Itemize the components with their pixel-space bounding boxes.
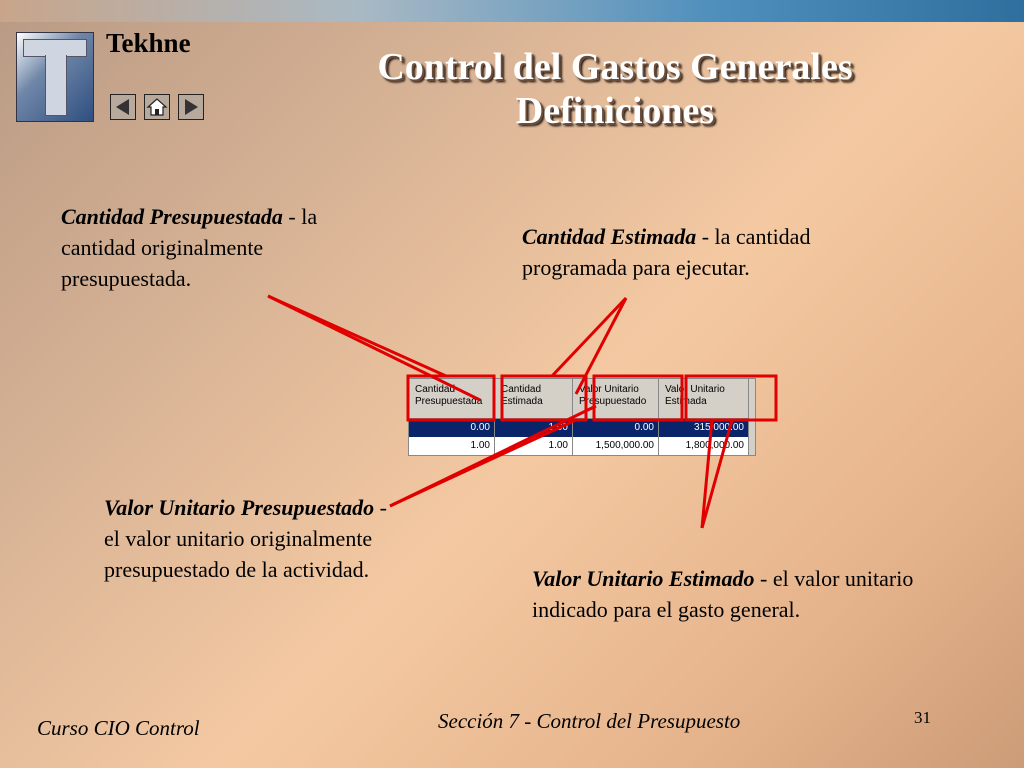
pointer-line — [700, 419, 734, 529]
callout-cantidad-presupuestada: Cantidad Presupuestada - la cantidad ori… — [61, 201, 381, 295]
header-line: Presupuestada — [415, 396, 483, 407]
callout-term: Valor Unitario Estimado — [532, 566, 755, 591]
brand-name: Tekhne — [106, 28, 191, 58]
grid-scrollbar[interactable] — [748, 379, 755, 455]
header-line: Cantidad — [501, 384, 542, 395]
header-line: Valor Unitario — [665, 384, 725, 395]
prev-slide-button[interactable] — [110, 94, 136, 120]
callout-desc: - el valor unitario indicado para el gas… — [532, 566, 914, 623]
header-line: Presupuestado — [579, 396, 647, 407]
header-line: Estimada — [501, 396, 543, 407]
callout-term: Cantidad Estimada — [522, 224, 697, 249]
highlight-box — [500, 374, 588, 422]
highlight-box — [406, 374, 496, 422]
table-row[interactable]: 1.00 1.00 1,500,000.00 1,800,000.00 — [409, 437, 755, 456]
header-line: Cantidad — [415, 384, 456, 395]
callout-cantidad-estimada: Cantidad Estimada - la cantidad programa… — [522, 221, 902, 283]
callout-valor-unitario-presupuestado: Valor Unitario Presupuestado - el valor … — [104, 492, 404, 586]
pointer-line — [389, 418, 577, 508]
pointer-line — [700, 419, 714, 529]
table-cell[interactable]: 1.00 — [495, 437, 573, 455]
top-banner — [0, 0, 1024, 22]
title-line-1: Control del Gastos Generales — [377, 46, 853, 88]
callout-desc: - el valor unitario originalmente presup… — [104, 495, 387, 583]
next-slide-button[interactable] — [178, 94, 204, 120]
callout-desc: - la cantidad originalmente presupuestad… — [61, 204, 318, 292]
home-button[interactable] — [144, 94, 170, 120]
callout-valor-unitario-estimado: Valor Unitario Estimado - el valor unita… — [532, 563, 952, 625]
tekhne-logo — [16, 32, 94, 122]
header-line: Valor Unitario — [579, 384, 639, 395]
title-line-2: Definiciones — [515, 89, 715, 132]
highlight-box — [684, 374, 778, 422]
pointer-line — [574, 297, 628, 395]
page-number: 31 — [914, 708, 931, 727]
table-cell[interactable]: 1.00 — [409, 437, 495, 455]
column-header[interactable]: Cantidad Estimada — [495, 379, 573, 419]
callout-term: Valor Unitario Presupuestado — [104, 495, 375, 520]
home-icon — [146, 98, 168, 116]
column-header[interactable]: Valor Unitario Estimada — [659, 379, 749, 419]
callout-desc: - la cantidad programada para ejecutar. — [522, 224, 811, 281]
pointer-line — [550, 296, 628, 378]
course-name: Curso CIO Control — [37, 716, 200, 740]
slide-title: Control del Gastos Generales Definicione… — [300, 46, 930, 133]
table-cell[interactable]: 0.00 — [409, 419, 495, 437]
callout-term: Cantidad Presupuestada — [61, 204, 283, 229]
table-cell[interactable]: 1,500,000.00 — [573, 437, 659, 455]
triangle-right-icon — [185, 99, 198, 115]
section-name: Sección 7 - Control del Presupuesto — [438, 709, 741, 733]
pointer-line — [267, 294, 481, 402]
highlight-box — [592, 374, 684, 422]
triangle-left-icon — [116, 99, 129, 115]
table-cell[interactable]: 0.00 — [573, 419, 659, 437]
